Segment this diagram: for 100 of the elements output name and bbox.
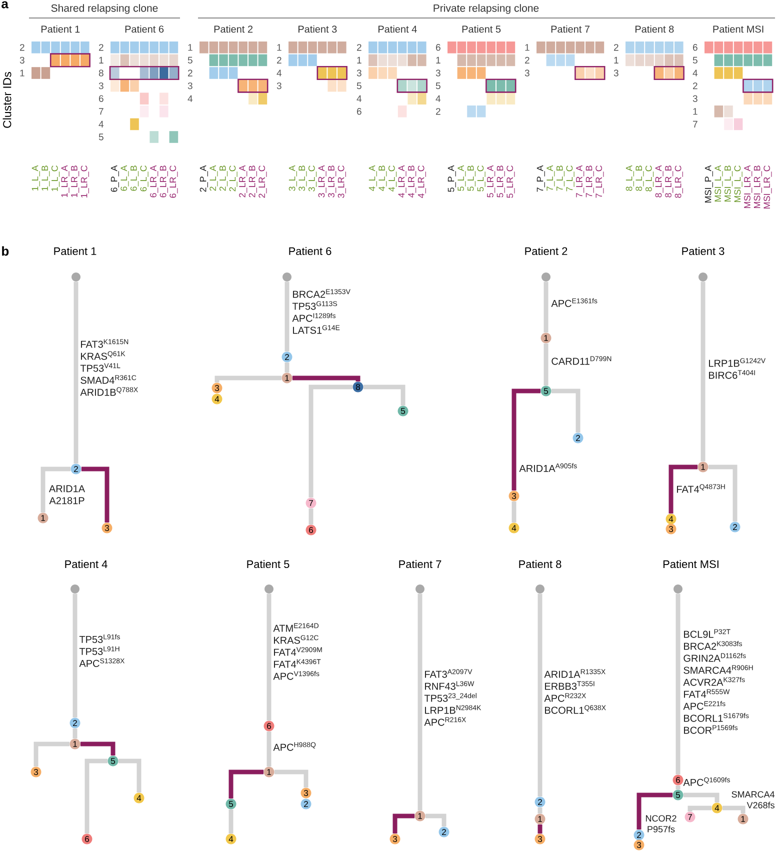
patient-heading: Patient 8 — [635, 25, 674, 33]
cluster-id: 5 — [692, 56, 698, 64]
sample-label: 8_L_C — [645, 166, 654, 192]
sample-label: 1_LR_A — [61, 165, 70, 198]
sample-label: 6_LR_A — [150, 165, 158, 198]
mutation-label: TP53$^{L91fs}$ TP53$^{L91H}$ APC$^{S1328X}$ — [79, 634, 125, 667]
sample-label: MSI_L_B — [724, 166, 733, 202]
tree-branch — [72, 594, 78, 718]
cluster-id: 2 — [436, 108, 440, 115]
root-dot — [536, 584, 544, 594]
tree-branch — [512, 388, 541, 491]
sample-label: 1_L_A — [32, 165, 40, 191]
tree-branch — [74, 282, 78, 464]
cluster-id: 3 — [692, 95, 698, 102]
tree-branch — [274, 770, 308, 788]
sample-label: 5_L_A — [458, 165, 466, 191]
root-dot — [674, 584, 682, 594]
cluster-id: 2 — [614, 44, 618, 51]
patient-heading: Patient 3 — [298, 25, 337, 33]
sample-label: 4_L_C — [388, 166, 397, 192]
sample-label: 8_L_B — [636, 166, 644, 191]
sample-label: 6_L_B — [130, 166, 139, 191]
cluster-id: 7 — [99, 108, 104, 115]
root-dot — [416, 584, 424, 594]
patient-heading: Patient MSI — [663, 560, 718, 568]
sample-label: 2_LR_C — [258, 166, 267, 198]
cluster-id: 1 — [277, 44, 282, 51]
patient-heading: Patient 6 — [125, 25, 164, 33]
cluster-id: 3 — [436, 70, 440, 76]
cluster-id: 1 — [20, 70, 24, 76]
sample-label: 7_LR_C — [596, 166, 604, 198]
cluster-id: 7 — [693, 120, 698, 128]
sample-label: 2_L_C — [229, 166, 238, 192]
cluster-id: 3 — [188, 82, 192, 90]
sample-label: MSI_P_A — [704, 165, 713, 202]
sample-label: 4_LR_C — [418, 166, 426, 198]
sample-label: 8_LR_C — [674, 166, 683, 198]
cluster-id: 4 — [692, 70, 698, 76]
cluster-id: 5 — [188, 56, 192, 64]
sample-label: 6_L_A — [120, 165, 129, 191]
sample-label: 2_LR_B — [248, 166, 257, 198]
tree-branch — [676, 785, 680, 790]
tree-branch — [538, 594, 542, 797]
cluster-id: 3 — [98, 82, 104, 90]
sample-label: 7_LR_A — [576, 165, 584, 198]
tree-branch — [118, 758, 142, 793]
tree-branch — [700, 282, 706, 462]
tree-branch — [688, 806, 712, 812]
patient-heading: Patient 4 — [65, 560, 108, 568]
sample-label: 5_LR_A — [487, 165, 496, 198]
sample-label: MSI_LR_C — [764, 166, 772, 208]
cluster-id: 3 — [524, 70, 530, 76]
sample-label: 2_LR_A — [239, 165, 248, 198]
panel-letter: a — [2, 1, 8, 8]
sample-label: 4_L_B — [378, 166, 387, 192]
tree-branch — [72, 728, 78, 739]
mutation-label: APC$^{E1361fs}$ — [551, 298, 598, 307]
patient-heading: Patient 7 — [399, 560, 442, 568]
tree-branch — [228, 809, 234, 834]
tree-branch — [40, 466, 71, 513]
tree-branch — [708, 464, 738, 522]
cluster-id: 1 — [99, 56, 104, 64]
sample-label: 1_LR_C — [80, 166, 89, 198]
mutation-label: NCOR2 P957fs — [646, 815, 676, 832]
mutation-label: BCL9L$^{P32T}$ BRCA2$^{K3083fs}$ GRIN2A$^{D1162fs}$ SMARCA4$^{R906H}$ ACVR2A$^{K327fs}$ FAT4$^{R555W}$ APC$^{E221fs}$ BCORL1$^{S1679fs}$ BCOR$^{P1569fs}$ — [683, 629, 753, 734]
tree-branch — [81, 466, 110, 523]
tree-branch — [722, 806, 746, 814]
tree-branch — [425, 814, 446, 827]
sample-label: MSI_LR_A — [744, 165, 752, 208]
cluster-id: 2 — [525, 56, 530, 64]
cluster-id: 5 — [356, 82, 362, 90]
mutation-label: ATM$^{E2164D}$ KRAS$^{G12C}$ FAT4$^{V2909M}$ FAT4$^{K4396T}$ APC$^{V1396fs}$ — [273, 623, 322, 680]
sample-label: 5_P_A — [448, 165, 456, 192]
cluster-id: 2 — [188, 70, 192, 76]
sample-label: 3_LR_C — [338, 166, 346, 198]
sample-label: 7_LR_B — [586, 166, 594, 198]
sample-label: 7_L_B — [556, 166, 564, 191]
cluster-id: 4 — [188, 95, 193, 102]
cluster-id: 1 — [525, 44, 530, 51]
sample-label: 3_L_B — [298, 166, 307, 191]
mutation-label: FAT4$^{Q4873H}$ — [677, 484, 725, 493]
mutation-label: FAT3$^{K1615N}$ KRAS$^{Q61K}$ TP53$^{V41L}$ SMAD4$^{R361C}$ ARID1B$^{Q788X}$ — [80, 339, 138, 396]
cluster-id: 4 — [98, 120, 104, 128]
root-dot — [70, 584, 80, 594]
cluster-id: 2 — [277, 56, 282, 64]
tree-branch — [292, 376, 360, 382]
mutation-label: LRP1B$^{G1242V}$ BIRC6$^{T404I}$ — [709, 358, 766, 379]
cluster-id: 6 — [99, 95, 104, 102]
tree-branch — [544, 343, 548, 386]
mutation-label: CARD11$^{D799N}$ — [552, 356, 612, 365]
patient-heading: Patient 2 — [214, 25, 253, 33]
root-dot — [264, 584, 274, 594]
cluster-id: 6 — [357, 108, 362, 115]
cluster-id: 5 — [436, 82, 440, 90]
sample-label: 7_P_A — [536, 165, 545, 192]
sample-label: 3_LR_A — [318, 165, 326, 198]
tree-branch — [284, 362, 290, 373]
sample-label: 3_LR_B — [328, 166, 336, 198]
sample-label: 1_L_C — [51, 166, 60, 192]
tree-branch — [636, 792, 673, 830]
